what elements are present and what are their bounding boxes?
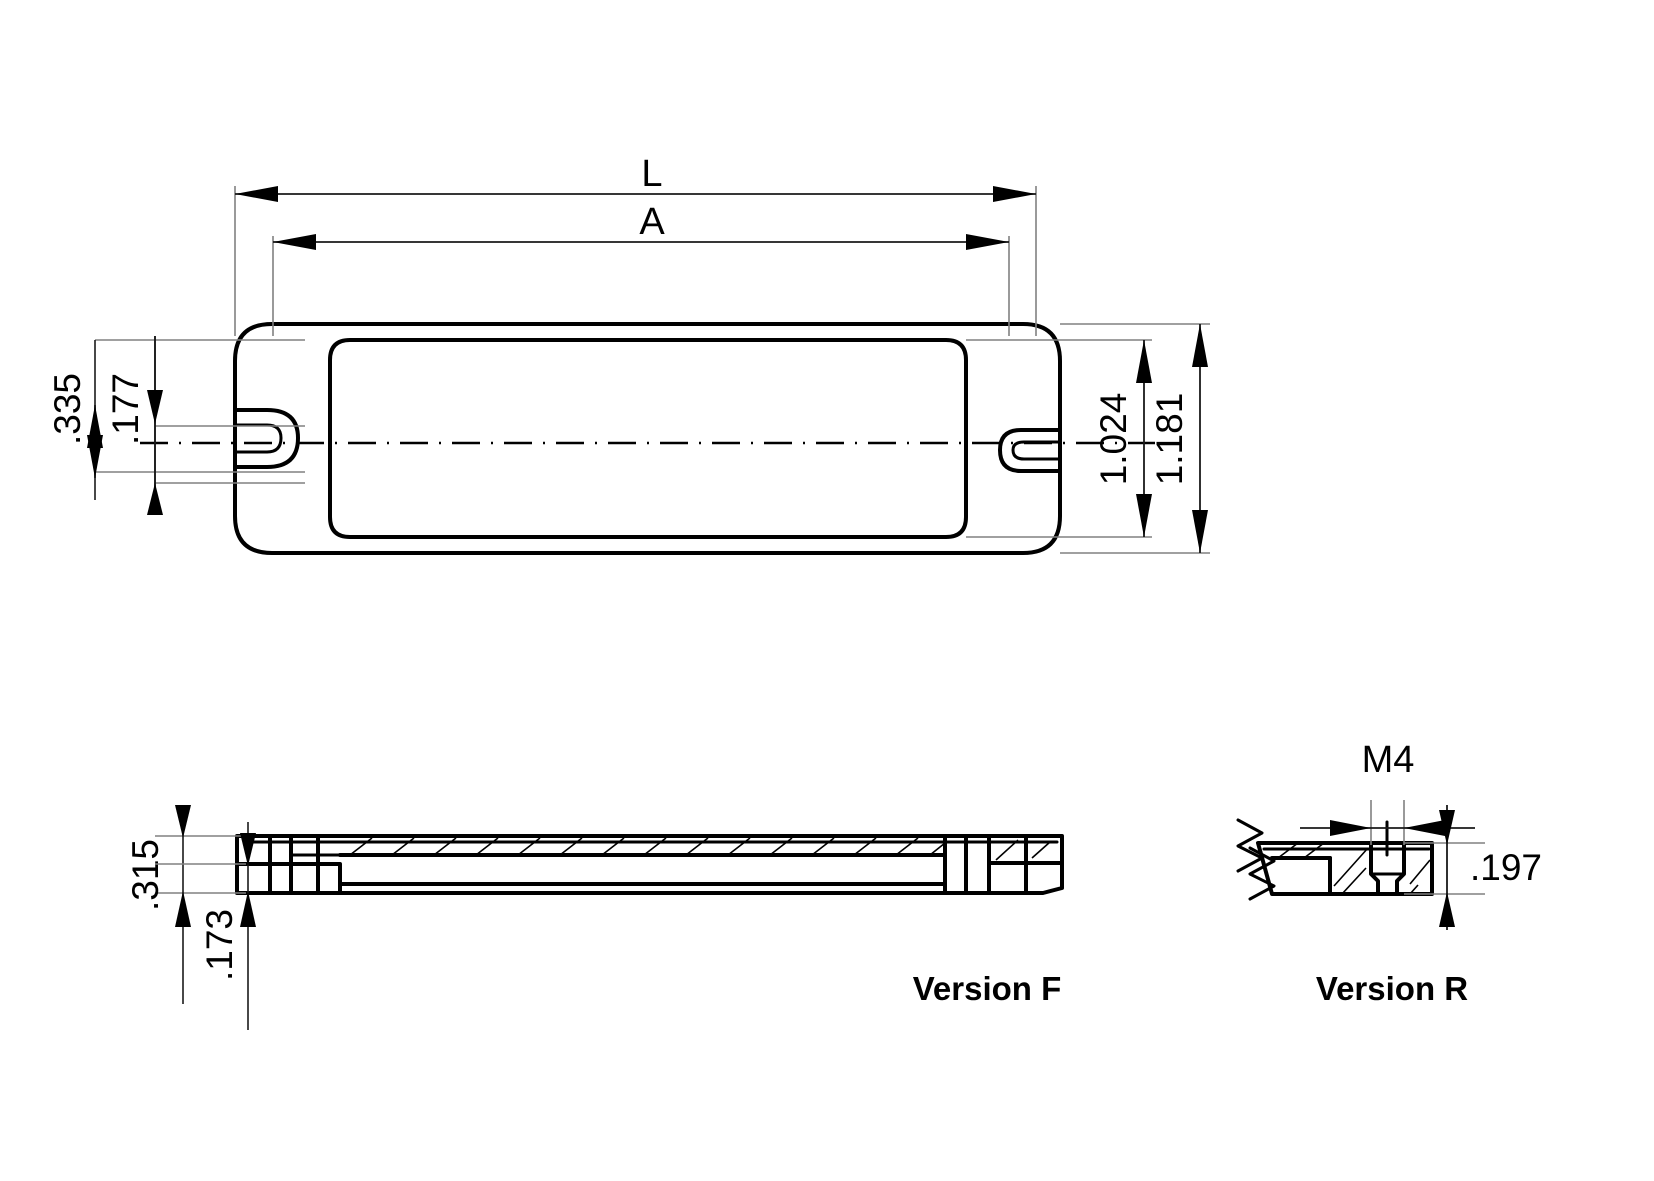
dim-label-m4: M4 bbox=[1362, 739, 1415, 781]
dim-label-177: .177 bbox=[105, 373, 146, 445]
section-body-outline bbox=[235, 834, 1064, 895]
a-arrow-left-icon bbox=[273, 234, 316, 250]
dim-label-1181: 1.181 bbox=[1149, 393, 1190, 486]
d197-arrow-top-icon bbox=[1439, 810, 1455, 845]
d1181-arrow-top-icon bbox=[1192, 324, 1208, 367]
dim-label-a: A bbox=[639, 201, 665, 243]
break-line-upper-icon bbox=[1236, 818, 1264, 873]
section-hatching bbox=[349, 837, 1051, 861]
dim-label-l: L bbox=[641, 153, 662, 195]
stud-outline bbox=[1369, 841, 1406, 896]
right-slot-outline bbox=[998, 428, 1062, 473]
d173-arrow-top-icon bbox=[240, 833, 256, 866]
d315-arrow-bottom-icon bbox=[175, 891, 191, 927]
d177-arrow-bottom-icon bbox=[147, 483, 163, 515]
detail-view-r-group: M4 .197 Version R bbox=[1236, 739, 1542, 1007]
break-line-lower-icon bbox=[1248, 846, 1276, 901]
left-slot-inner-arc bbox=[233, 423, 283, 454]
d173-arrow-bottom-icon bbox=[240, 891, 256, 927]
plan-view-group: L A .335 .177 bbox=[47, 153, 1210, 555]
section-left-recess bbox=[316, 862, 342, 895]
d315-arrow-top-icon bbox=[175, 805, 191, 838]
d335-arrow-bottom-icon bbox=[87, 435, 103, 478]
d177-arrow-top-icon bbox=[147, 390, 163, 424]
d1181-arrow-bottom-icon bbox=[1192, 510, 1208, 553]
dim-label-315: .315 bbox=[125, 839, 166, 911]
d197-arrow-bottom-icon bbox=[1439, 892, 1455, 927]
dim-label-173: .173 bbox=[199, 909, 240, 981]
section-view-f-group: .315 .173 Version F bbox=[125, 805, 1064, 1030]
caption-version-r: Version R bbox=[1316, 970, 1468, 1007]
d1024-arrow-top-icon bbox=[1136, 340, 1152, 383]
dim-label-335: .335 bbox=[47, 373, 88, 445]
right-slot-inner-arc bbox=[1011, 440, 1062, 461]
m4-arrow-left-icon bbox=[1330, 820, 1371, 836]
plate-outer-outline bbox=[233, 322, 1062, 555]
detail-hatching bbox=[1277, 842, 1431, 895]
l-arrow-right-icon bbox=[993, 186, 1036, 202]
dim-label-197: .197 bbox=[1470, 847, 1542, 888]
d1024-arrow-bottom-icon bbox=[1136, 494, 1152, 537]
a-arrow-right-icon bbox=[966, 234, 1009, 250]
plate-inner-recess-outline bbox=[328, 338, 968, 539]
caption-version-f: Version F bbox=[913, 970, 1062, 1007]
l-arrow-left-icon bbox=[235, 186, 278, 202]
left-slot-outline bbox=[233, 408, 300, 469]
m4-arrow-right-icon bbox=[1404, 820, 1445, 836]
dim-label-1024: 1.024 bbox=[1093, 393, 1134, 486]
